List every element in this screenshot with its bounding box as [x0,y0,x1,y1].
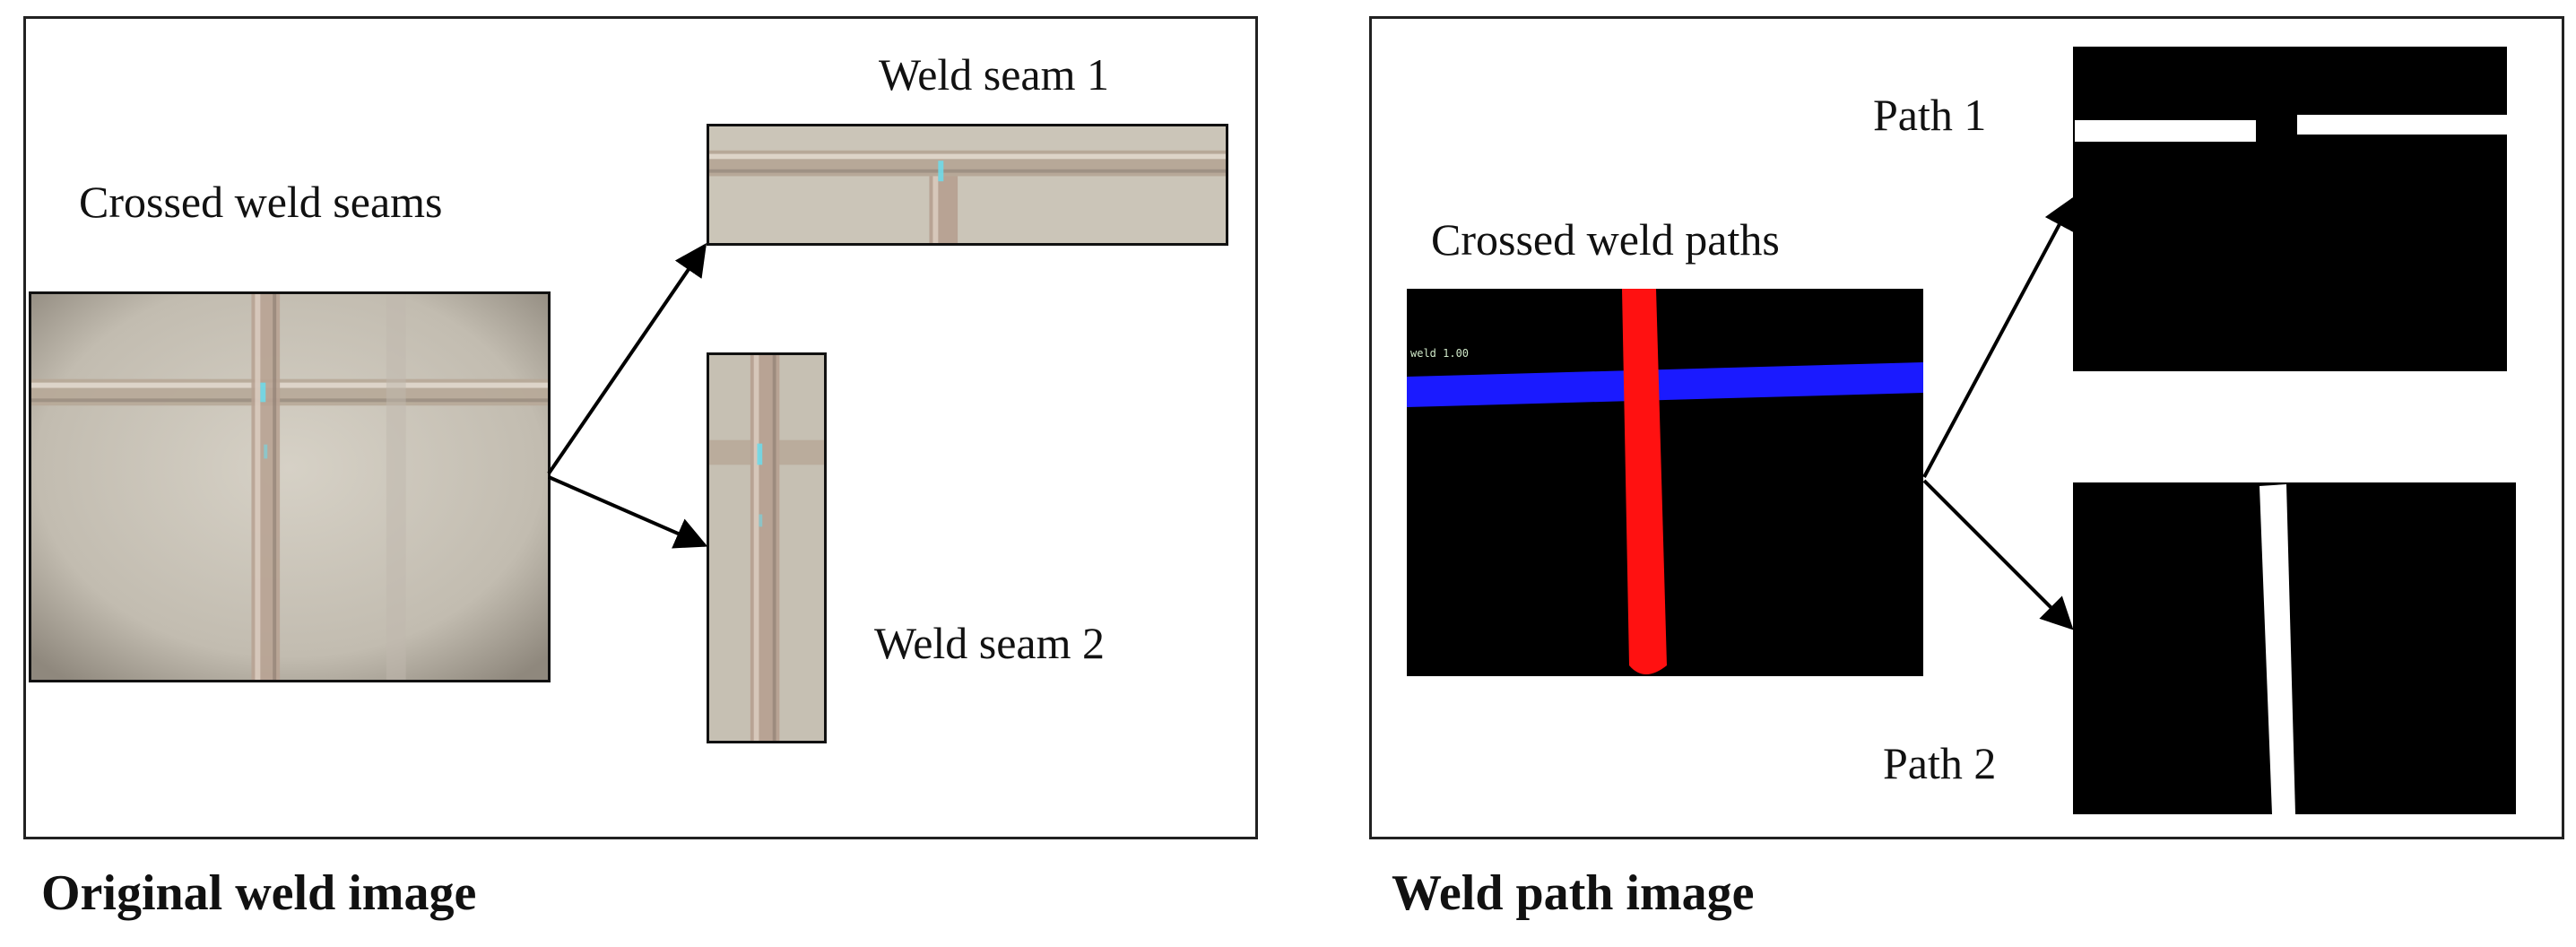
path-2-mask [2073,482,2516,814]
weld-seam-2-image [707,352,827,743]
original-weld-image-caption: Original weld image [41,865,477,921]
crossed-seams-photo [31,294,548,680]
weld-overlay-tag: weld 1.00 [1410,347,1469,360]
crossed-weld-seams-image [29,291,551,682]
path-1-image [2073,47,2507,371]
crossed-weld-seams-label: Crossed weld seams [79,177,443,227]
path-2-label: Path 2 [1883,738,1997,788]
path-2-image [2073,482,2516,814]
weld-seam-2-crop [709,355,824,741]
weld-seam-2-label: Weld seam 2 [874,618,1106,668]
weld-seam-1-label: Weld seam 1 [879,49,1110,100]
weld-seam-1-image [707,124,1228,246]
crossed-weld-paths-label: Crossed weld paths [1431,214,1780,265]
weld-path-image-caption: Weld path image [1392,865,1755,921]
path-1-label: Path 1 [1873,90,1987,140]
path-1-mask [2073,47,2507,371]
crossed-weld-paths-image: weld 1.00 [1407,289,1923,676]
weld-seam-1-crop [709,126,1226,243]
crossed-paths-segmentation: weld 1.00 [1407,289,1923,676]
